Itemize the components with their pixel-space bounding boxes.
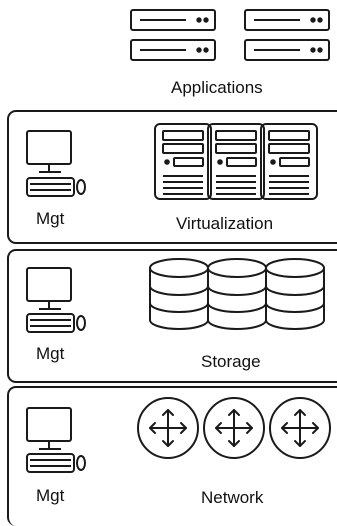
server-icon [130,9,216,61]
application-servers [130,9,330,61]
router-icon [137,397,199,459]
storage-mgt-label: Mgt [36,344,65,363]
management-console-icon [26,130,86,197]
server-rack-icon [207,123,265,200]
router-icon [269,397,331,459]
management-console-icon [26,407,86,473]
virtualization-mgt-label: Mgt [36,209,65,228]
database-disk-icon [265,258,325,330]
applications-label: Applications [171,78,263,97]
network-layer [7,386,337,526]
storage-label: Storage [201,352,261,371]
server-rack-icon [154,123,212,200]
network-mgt-label: Mgt [36,486,65,505]
storage-layer [7,249,337,383]
database-disk-icon [149,258,209,330]
database-disk-icon [207,258,267,330]
infrastructure-stack-diagram: Applications [7,9,337,526]
network-label: Network [201,488,264,507]
router-icon [203,397,265,459]
layer-icons [26,123,331,473]
virtualization-layer [7,110,337,244]
server-rack-icon [260,123,318,200]
server-icon [244,9,330,61]
management-console-icon [26,267,86,333]
virtualization-label: Virtualization [176,214,274,233]
